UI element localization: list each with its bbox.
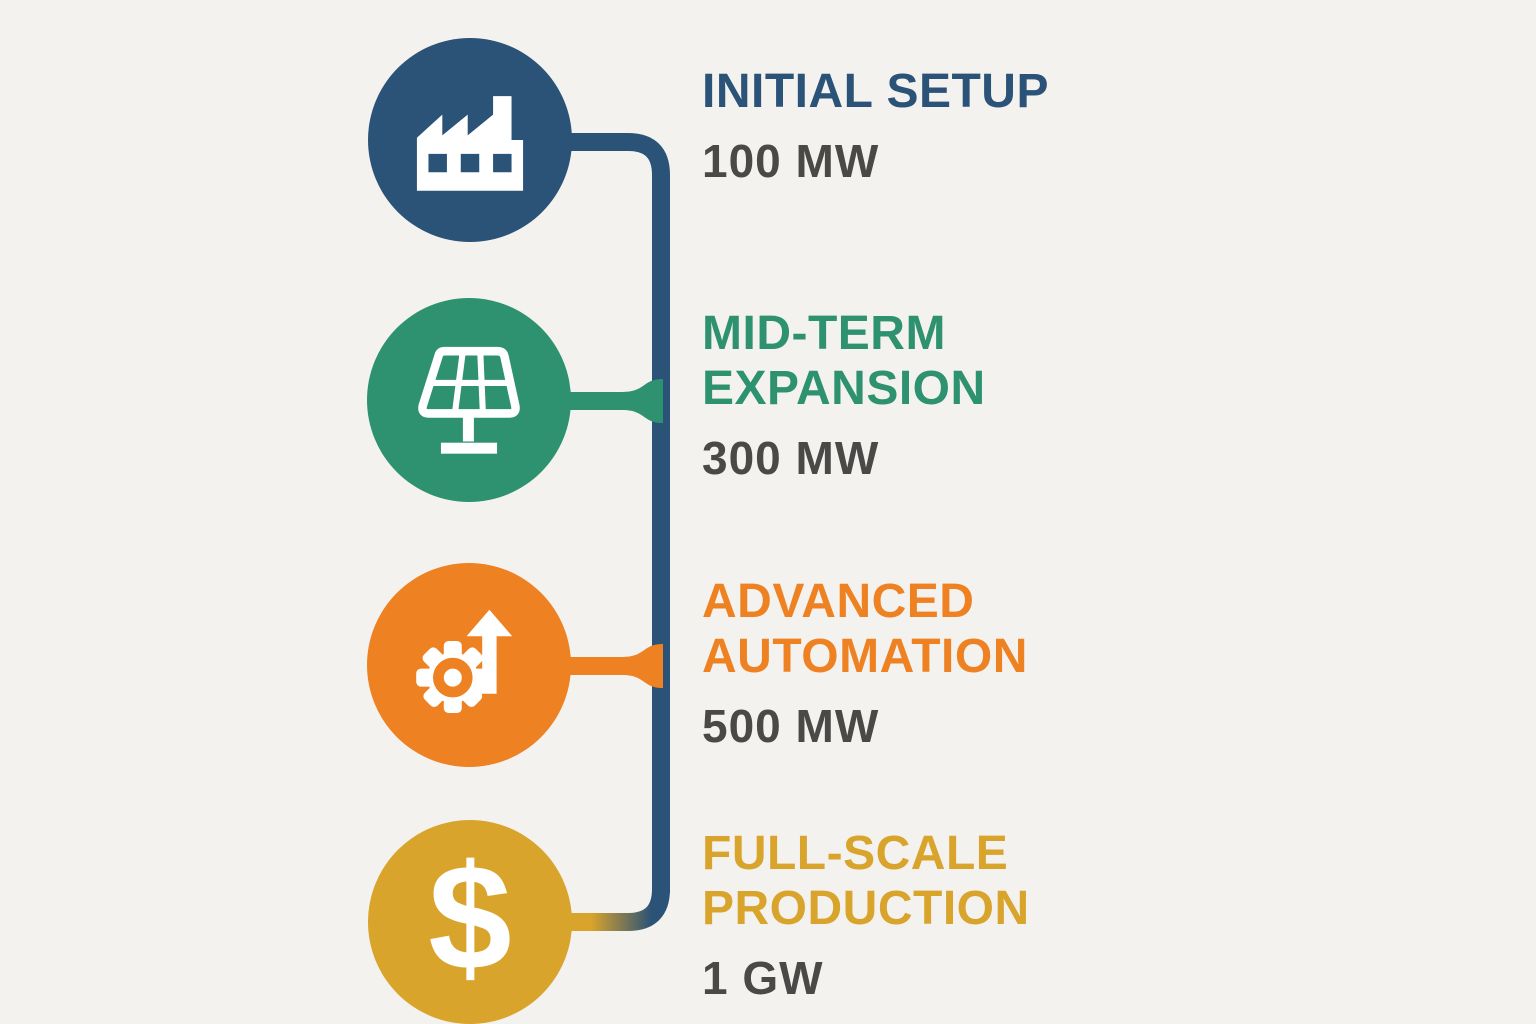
stage-title-line: INITIAL SETUP [702,65,1049,118]
stage-title-line: FULL-SCALE [702,827,1009,880]
stage-title-line: ADVANCED [702,575,975,628]
stage-title-line: PRODUCTION [702,882,1030,935]
stage-title-line: MID-TERM [702,307,946,360]
stage-circle-initial-setup [368,38,572,242]
stage-value: 300 MW [702,432,880,484]
stage-label-full-scale-production: FULL-SCALE PRODUCTION 1 GW [702,826,1030,1005]
stage-title-line: EXPANSION [702,362,986,415]
dollar-icon: $ [428,833,512,1001]
stage-value: 100 MW [702,135,880,187]
stage-title-line: AUTOMATION [702,630,1028,683]
stage-label-mid-term-expansion: MID-TERM EXPANSION 300 MW [702,306,986,485]
stage-circle-mid-term-expansion [367,298,571,502]
stage-title: MID-TERM EXPANSION [702,306,986,416]
stage-label-advanced-automation: ADVANCED AUTOMATION 500 MW [702,574,1028,753]
stage-value: 1 GW [702,952,824,1004]
solar-panel-icon [408,339,530,461]
gear-growth-icon [409,605,529,725]
stage-circle-full-scale-production: $ [368,820,572,1024]
stage-title: FULL-SCALE PRODUCTION [702,826,1030,936]
factory-icon [410,84,530,196]
stage-value: 500 MW [702,700,880,752]
stage-label-initial-setup: INITIAL SETUP 100 MW [702,64,1049,188]
stage-title: ADVANCED AUTOMATION [702,574,1028,684]
stage-title: INITIAL SETUP [702,64,1049,119]
stage-circle-advanced-automation [367,563,571,767]
